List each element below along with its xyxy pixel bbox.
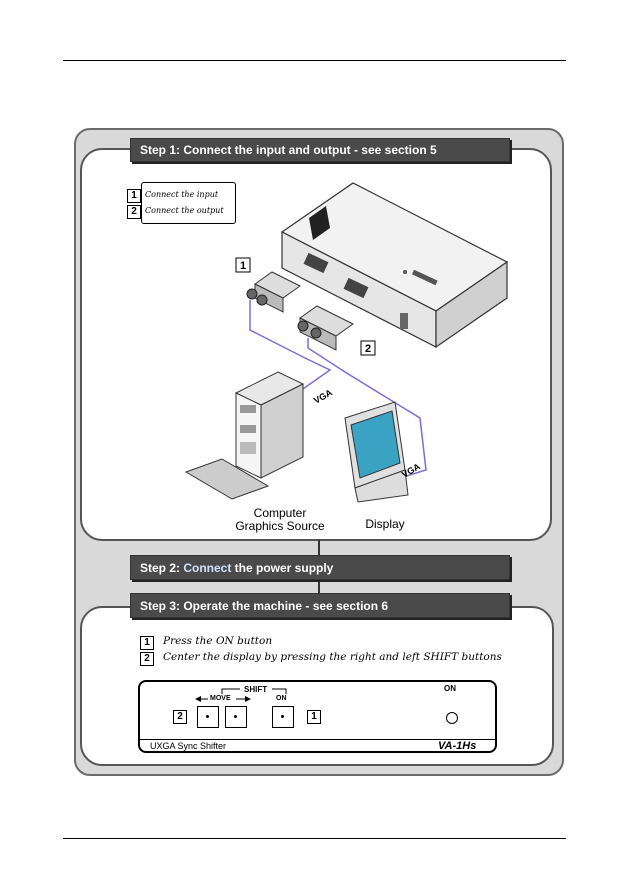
callout-output-num: 2 bbox=[365, 343, 371, 355]
instruction-num-1: 1 bbox=[140, 636, 154, 650]
model-name: VA-1Hs bbox=[438, 740, 477, 752]
on-button-dot bbox=[281, 715, 284, 718]
source-label-line2: Graphics Source bbox=[235, 519, 325, 533]
computer-tower bbox=[234, 371, 305, 479]
instruction-num-2: 2 bbox=[140, 652, 154, 666]
step3-bar: Step 3: Operate the machine - see sectio… bbox=[130, 593, 510, 618]
source-label: Computer Graphics Source bbox=[220, 507, 340, 533]
source-label-line1: Computer bbox=[253, 506, 307, 520]
display-monitor bbox=[344, 401, 409, 503]
model-description: UXGA Sync Shifter bbox=[150, 741, 227, 751]
callout-shift-num: 2 bbox=[173, 710, 187, 724]
shift-left-button[interactable] bbox=[197, 706, 219, 728]
step2-title-rest: the power supply bbox=[231, 561, 334, 575]
shift-right-button[interactable] bbox=[225, 706, 247, 728]
header-rule bbox=[63, 60, 566, 61]
shift-left-button-dot bbox=[206, 715, 209, 718]
front-panel-divider bbox=[140, 739, 495, 740]
vga-cable-output bbox=[307, 338, 427, 479]
step2-title-prefix: Step 2: bbox=[140, 561, 184, 575]
input-connector bbox=[246, 271, 301, 313]
vga-cable-input bbox=[249, 300, 332, 413]
display-label: Display bbox=[365, 517, 405, 531]
step2-bar: Step 2: Connect the power supply bbox=[130, 555, 510, 580]
on-button-label: ON bbox=[276, 695, 287, 702]
step1-legend bbox=[141, 182, 236, 224]
connector-line-1 bbox=[318, 540, 320, 555]
callout-input-num: 1 bbox=[240, 260, 246, 272]
keyboard bbox=[184, 458, 270, 500]
step1-bar: Step 1: Connect the input and output - s… bbox=[130, 138, 510, 162]
connector-line-2 bbox=[318, 580, 320, 593]
shift-label: SHIFT bbox=[244, 685, 268, 694]
on-led bbox=[446, 712, 458, 724]
footer-rule bbox=[63, 838, 566, 839]
shift-right-button-dot bbox=[234, 715, 237, 718]
step1-title: Step 1: Connect the input and output - s… bbox=[140, 143, 437, 157]
on-button[interactable] bbox=[272, 706, 294, 728]
instruction-text-2: Center the display by pressing the right… bbox=[163, 651, 502, 663]
output-connector bbox=[297, 305, 354, 351]
instruction-text-1: Press the ON button bbox=[163, 635, 273, 647]
legend-text-1: Connect the input bbox=[145, 190, 219, 199]
device-unit bbox=[280, 182, 509, 349]
move-label: MOVE bbox=[210, 695, 231, 702]
step2-title-highlight: Connect bbox=[183, 561, 232, 575]
legend-num-1: 1 bbox=[127, 189, 141, 203]
legend-num-2: 2 bbox=[127, 205, 141, 219]
vga-label-1: VGA bbox=[312, 387, 334, 406]
callout-on-num: 1 bbox=[307, 710, 321, 724]
step3-title: Step 3: Operate the machine - see sectio… bbox=[140, 599, 389, 613]
legend-text-2: Connect the output bbox=[145, 206, 224, 215]
on-led-label: ON bbox=[444, 684, 456, 693]
